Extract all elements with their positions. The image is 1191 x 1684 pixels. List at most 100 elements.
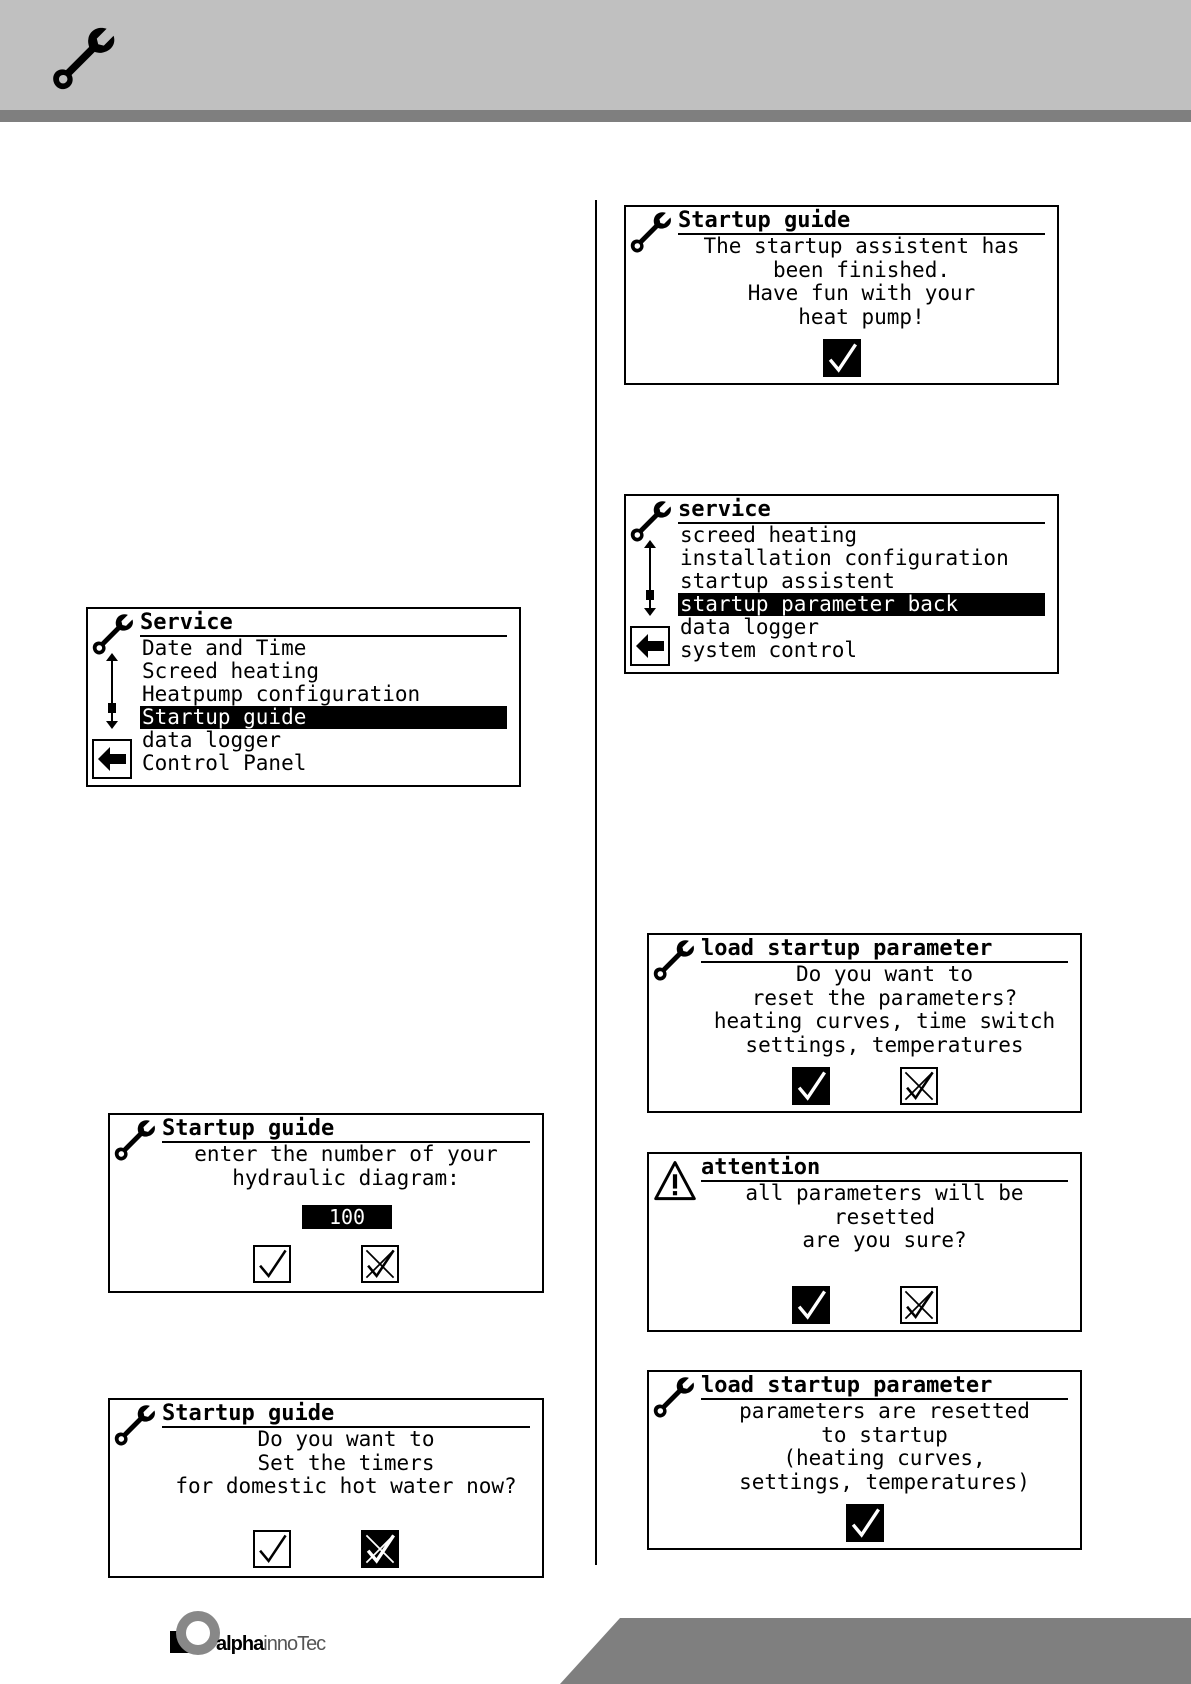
message-line: hydraulic diagram: [232,1165,460,1190]
cancel-button[interactable] [361,1245,399,1283]
screen-message: all parameters will be resetted are you … [701,1181,1068,1253]
screen-title: load startup parameter [701,937,1068,963]
message-line: The startup assistent has [703,234,1020,258]
message-line: been finished. [772,257,950,282]
logo-word-innotec: innoTec [263,1633,326,1655]
screen-title: Startup guide [162,1402,530,1428]
menu-item-startup-parameter-back[interactable]: startup parameter back [678,593,1045,616]
load-startup-parameter-confirm-screen: load startup parameter Do you want to re… [647,933,1082,1113]
attention-screen: attention all parameters will be resette… [647,1152,1082,1332]
confirm-button[interactable] [791,1067,830,1105]
menu-item-installation-configuration[interactable]: installation configuration [680,546,1009,570]
checkmark-icon [825,341,859,375]
message-line: are you sure? [802,1228,967,1252]
menu-item-screed-heating[interactable]: screed heating [680,523,858,547]
cancel-button[interactable] [899,1286,938,1324]
message-line: for domestic hot water now? [175,1474,517,1498]
footer-band [560,1618,1191,1684]
menu-item-startup-assistent[interactable]: startup assistent [680,569,895,593]
message-line: reset the parameters? [751,985,1018,1010]
hydraulic-diagram-value-input[interactable]: 100 [302,1205,392,1229]
column-divider [595,200,597,1565]
screen-title: service [678,498,1045,524]
back-button[interactable] [92,739,132,779]
message-line: Do you want to [257,1427,435,1451]
menu-item-data-logger[interactable]: data logger [142,728,282,752]
message-line: to startup [821,1422,948,1447]
screen-message: Do you want to Set the timers for domest… [162,1427,530,1499]
button-row [649,1286,1080,1324]
wrench-icon [653,939,699,985]
cancel-checkmark-icon [363,1532,397,1566]
cancel-button[interactable] [361,1530,399,1568]
message-line: Set the timers [257,1450,435,1475]
confirm-button[interactable] [791,1286,830,1324]
button-row [649,1067,1080,1105]
screen-title: attention [701,1156,1068,1182]
menu-item-data-logger[interactable]: data logger [680,615,820,639]
menu-item-screed-heating[interactable]: Screed heating [142,659,320,683]
menu-item-heatpump-configuration[interactable]: Heatpump configuration [142,682,421,706]
message-line: resetted [833,1204,936,1229]
service-menu-2-list: screed heating installation configuratio… [678,524,1045,662]
message-line: heat pump! [798,304,925,329]
menu-item-system-control[interactable]: system control [680,638,858,662]
message-line: enter the number of your [194,1142,498,1166]
arrow-left-icon [94,741,130,777]
button-row [626,339,1057,377]
menu-item-control-panel[interactable]: Control Panel [142,751,307,775]
logo-mark-icon [170,1611,220,1655]
message-line: parameters are resetted [739,1399,1030,1423]
service-menu-screen: Service Date and Time Screed heating Hea… [86,607,521,787]
scroll-indicator-icon[interactable] [100,649,124,733]
timers-question-screen: Startup guide Do you want to Set the tim… [108,1398,544,1578]
checkmark-icon [794,1288,828,1322]
warning-icon [653,1160,697,1202]
message-line: all parameters will be [745,1181,1024,1205]
checkmark-icon [794,1069,828,1103]
screen-message: parameters are resetted to startup (heat… [701,1399,1068,1494]
cancel-button[interactable] [899,1067,938,1105]
button-row [110,1245,542,1283]
service-menu-2-screen: service screed heating installation conf… [624,494,1059,674]
wrench-icon [653,1376,699,1422]
message-line: (heating curves, [783,1446,986,1470]
screen-title: Service [140,611,507,637]
page-header [0,0,1191,122]
back-button[interactable] [630,626,670,666]
wrench-icon [114,1404,160,1450]
message-line: heating curves, time switch [713,1009,1056,1033]
menu-item-startup-guide[interactable]: Startup guide [140,706,507,729]
service-menu-list: Date and Time Screed heating Heatpump co… [140,637,507,775]
button-row [110,1530,542,1568]
startup-finished-screen: Startup guide The startup assistent has … [624,205,1059,385]
wrench-icon [630,211,676,257]
checkmark-icon [255,1532,289,1566]
logo-word-alpha: alpha [216,1633,264,1655]
scroll-indicator-icon[interactable] [638,536,662,620]
cancel-checkmark-icon [902,1288,936,1322]
checkmark-icon [255,1247,289,1281]
screen-title: Startup guide [162,1117,530,1143]
hydraulic-diagram-screen: Startup guide enter the number of your h… [108,1113,544,1293]
cancel-checkmark-icon [363,1247,397,1281]
button-row [649,1504,1080,1542]
wrench-icon [114,1119,160,1165]
cancel-checkmark-icon [902,1069,936,1103]
menu-item-date-and-time[interactable]: Date and Time [142,636,307,660]
confirm-button[interactable] [822,339,861,377]
screen-message: enter the number of your hydraulic diagr… [162,1142,530,1190]
alpha-innotec-logo: alphainnoTec [168,1605,328,1661]
logo-text: alphainnoTec [216,1633,326,1655]
screen-title: Startup guide [678,209,1045,235]
confirm-button[interactable] [845,1504,884,1542]
arrow-left-icon [632,628,668,664]
screen-message: The startup assistent has been finished.… [678,234,1045,329]
screen-message: Do you want to reset the parameters? hea… [701,962,1068,1057]
message-line: settings, temperatures) [739,1469,1030,1494]
load-startup-parameter-done-screen: load startup parameter parameters are re… [647,1370,1082,1550]
message-line: Do you want to [795,962,973,986]
message-line: Have fun with your [747,281,976,305]
confirm-button[interactable] [253,1530,291,1568]
confirm-button[interactable] [253,1245,291,1283]
